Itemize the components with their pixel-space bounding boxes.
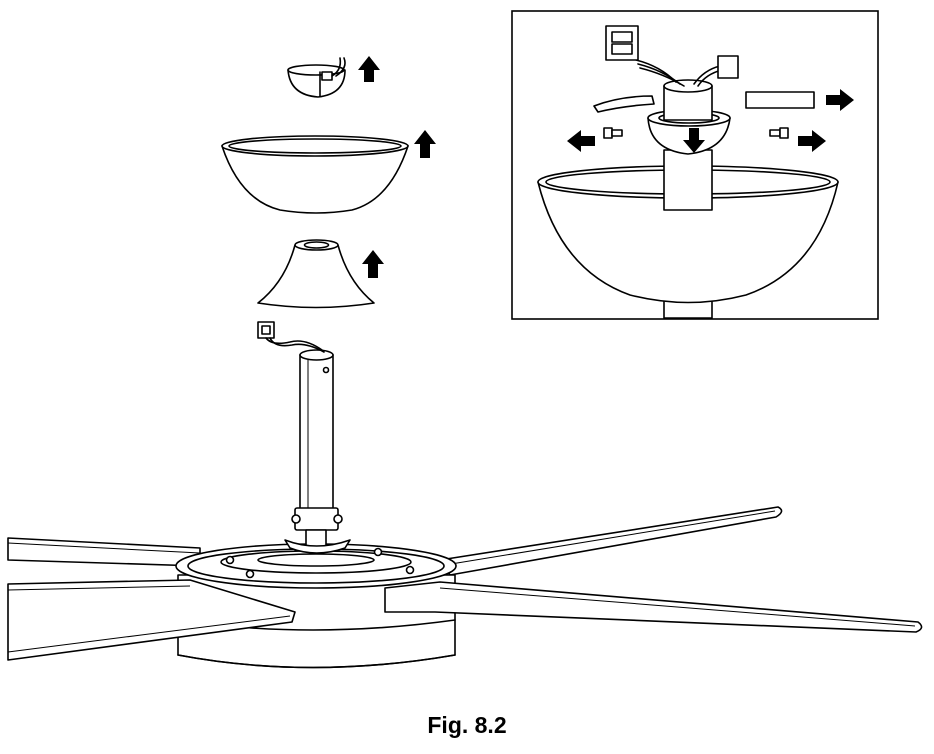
figure-caption: Fig. 8.2 — [427, 712, 507, 738]
arrow-up-icon — [358, 56, 380, 82]
screw-right-icon — [769, 127, 789, 139]
canopy-cover — [257, 239, 375, 309]
fan-blade-back-left — [7, 537, 201, 567]
arrow-right-icon — [826, 89, 854, 111]
canopy — [221, 135, 409, 214]
arrow-up-icon — [414, 130, 436, 158]
downrod-coupling — [284, 507, 351, 554]
arrow-right-icon — [798, 130, 826, 152]
arrow-left-icon — [567, 130, 595, 152]
fan-assembly — [7, 321, 923, 669]
arrow-up-icon — [362, 250, 384, 278]
fan-blade-back-right — [439, 506, 783, 576]
arrow-down-icon — [683, 128, 705, 153]
screw-left-icon — [603, 127, 623, 139]
wire-connector — [257, 321, 325, 353]
fan-blade-front-left — [7, 579, 296, 661]
fan-blade-front-right — [384, 581, 923, 633]
downrod — [299, 349, 334, 516]
hanger-ball — [287, 57, 346, 98]
detail-view — [511, 10, 879, 320]
